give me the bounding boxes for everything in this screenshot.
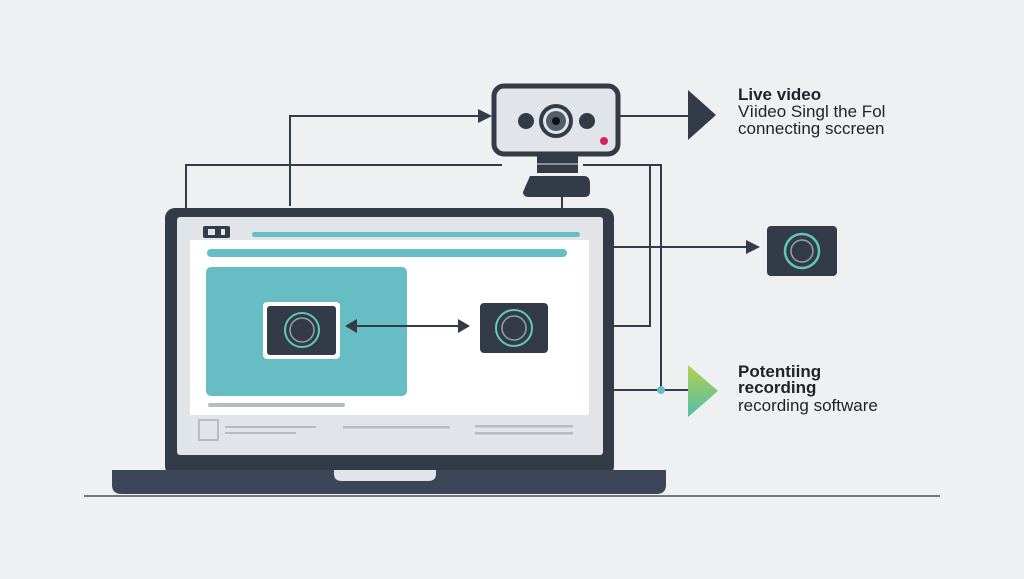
live-video-arrow-icon xyxy=(688,90,716,140)
recording-title-line2: recording xyxy=(738,378,816,397)
camera-icon-output xyxy=(767,226,837,276)
laptop-icon xyxy=(84,208,940,497)
recording-arrow-icon xyxy=(688,365,718,417)
live-video-line2: connecting sccreen xyxy=(738,119,884,138)
camera-icon-screen xyxy=(480,303,548,353)
recording-line3: recording software xyxy=(738,396,878,415)
recording-title-line1: Potentiing xyxy=(738,362,821,381)
camera-icon-in-video xyxy=(263,302,340,359)
live-video-line1: Vìideo Singl the Fol xyxy=(738,102,885,121)
bidirectional-arrow xyxy=(345,319,470,333)
live-video-title: Live video xyxy=(738,85,821,104)
webcam-icon xyxy=(491,83,621,197)
